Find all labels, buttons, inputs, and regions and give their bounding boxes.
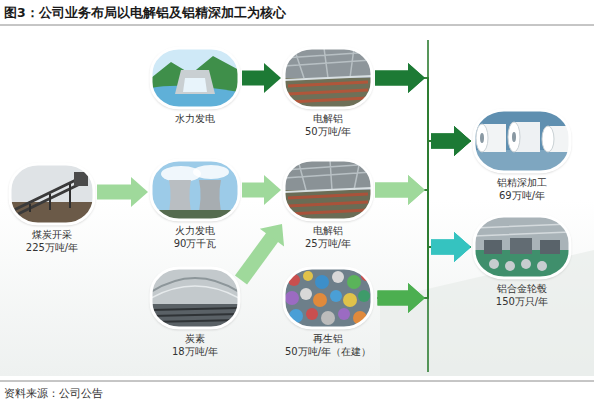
image-node: 铝合金轮毂150万只/年	[474, 216, 570, 310]
arrow-head	[264, 175, 281, 205]
arrow-head	[408, 175, 425, 205]
capacity-label: 50万吨/年（在建）	[285, 345, 371, 358]
wheel-plant-picture	[474, 216, 570, 278]
image-node: 水力发电	[151, 48, 239, 127]
arrow-head	[131, 177, 148, 207]
capacity-label: 150万只/年	[496, 295, 548, 308]
arrow-shaft	[431, 134, 455, 149]
flow-arrow	[375, 63, 471, 262]
node-label: 铝合金轮毂	[497, 282, 547, 295]
title-rule	[0, 25, 594, 26]
node-label: 煤炭开采	[32, 228, 72, 241]
arrow-shaft	[242, 71, 265, 86]
capacity-label: 90万千瓦	[174, 237, 217, 250]
capacity-label: 50万吨/年	[305, 125, 351, 138]
flow-arrow	[378, 126, 472, 313]
node-label: 铝精深加工	[497, 176, 547, 189]
image-node: 再生铝50万吨/年（在建）	[282, 268, 375, 360]
source-note: 资料来源：公司公告	[4, 386, 103, 401]
flow-arrow	[242, 175, 281, 205]
capacity-label: 225万吨/年	[26, 241, 78, 254]
arrow-head	[260, 224, 284, 247]
arrow-head	[408, 175, 425, 205]
flow-arrow	[375, 63, 471, 156]
flow-arrow	[375, 175, 471, 262]
flow-arrow	[375, 126, 471, 205]
arrow-shaft	[378, 291, 410, 306]
arrow-shaft	[375, 183, 409, 198]
smelter-picture	[284, 48, 372, 108]
arrow-shaft	[431, 240, 455, 255]
figure-title: 图3：公司业务布局以电解铝及铝精深加工为核心	[4, 5, 286, 22]
capacity-label: 18万吨/年	[172, 345, 218, 358]
arrow-head	[454, 232, 471, 262]
arrow-head	[408, 63, 425, 93]
image-node: 火力发电90万千瓦	[151, 160, 239, 252]
capacity-label: 69万吨/年	[499, 189, 545, 202]
arrow-shaft	[375, 71, 409, 86]
image-node: 电解铝25万吨/年	[284, 160, 372, 252]
arrow-head	[454, 232, 471, 262]
node-label: 水力发电	[175, 112, 215, 125]
power-plant-picture	[151, 160, 239, 220]
scrap-picture	[284, 268, 372, 328]
image-node: 电解铝50万吨/年	[284, 48, 372, 140]
arrow-head	[454, 126, 471, 156]
carbon-plant-picture	[151, 268, 239, 328]
arrow-head	[454, 232, 471, 262]
arrow-head	[408, 63, 425, 93]
arrow-shaft	[431, 134, 455, 149]
flow-arrow	[241, 224, 284, 280]
arrow-head	[408, 283, 425, 313]
arrow-shaft	[378, 291, 410, 306]
coil-picture	[474, 110, 570, 172]
merge-line	[375, 78, 471, 247]
flow-arrow	[242, 63, 281, 93]
coal-mine-picture	[10, 164, 94, 224]
node-label: 火力发电	[175, 224, 215, 237]
capacity-label: 25万吨/年	[305, 237, 351, 250]
node-label: 炭素	[185, 332, 205, 345]
hydro-picture	[151, 48, 239, 108]
arrow-shaft	[375, 183, 409, 198]
flow-arrow	[378, 232, 472, 313]
background-fade	[0, 200, 594, 376]
arrow-head	[408, 283, 425, 313]
flow-arrow	[97, 177, 148, 207]
image-node: 煤炭开采225万吨/年	[10, 164, 94, 256]
arrow-shaft	[97, 185, 132, 200]
arrow-shaft	[431, 240, 455, 255]
arrow-shaft	[431, 134, 455, 149]
node-label: 电解铝	[313, 224, 343, 237]
arrow-shaft	[241, 237, 273, 280]
image-node: 铝精深加工69万吨/年	[474, 110, 570, 204]
arrow-shaft	[242, 183, 265, 198]
node-label: 电解铝	[313, 112, 343, 125]
node-label: 再生铝	[313, 332, 343, 345]
arrow-shaft	[375, 71, 409, 86]
arrow-head	[454, 126, 471, 156]
arrow-head	[264, 63, 281, 93]
merge-line	[378, 141, 472, 298]
arrow-shaft	[431, 240, 455, 255]
image-node: 炭素18万吨/年	[151, 268, 239, 360]
smelter-picture	[284, 160, 372, 220]
source-rule	[0, 381, 594, 382]
arrow-head	[454, 126, 471, 156]
